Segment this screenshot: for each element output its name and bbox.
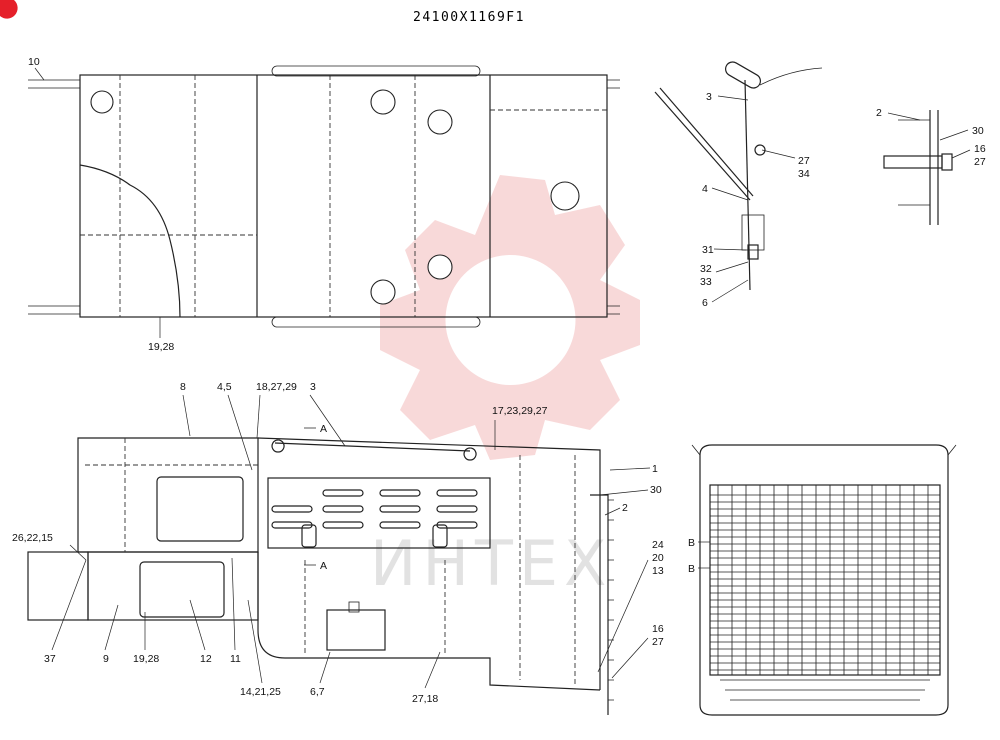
callout-8: 8 xyxy=(180,381,186,393)
callout-9: 9 xyxy=(103,653,109,665)
detail-a xyxy=(654,61,823,303)
corner-mark xyxy=(0,0,18,19)
callout-4-detail: 4 xyxy=(702,183,708,195)
callout-19-28-side: 19,28 xyxy=(133,653,159,665)
callout-11: 11 xyxy=(230,653,241,665)
section-mark-a-top: A xyxy=(320,423,327,435)
callout-12: 12 xyxy=(200,653,212,665)
callout-3-side: 3 xyxy=(310,381,316,393)
callout-30-detail: 30 xyxy=(972,125,984,137)
callout-1: 1 xyxy=(652,463,658,475)
callout-27-detail-b: 27 xyxy=(974,156,986,168)
callout-20: 20 xyxy=(652,552,664,564)
callout-6-detail: 6 xyxy=(702,297,708,309)
callout-17-23-29-27: 17,23,29,27 xyxy=(492,405,548,417)
top-view xyxy=(28,65,620,338)
watermark-text: ИНТЕХ xyxy=(370,527,613,600)
rear-view xyxy=(691,444,957,716)
callout-34: 34 xyxy=(798,168,810,180)
callout-3-detail: 3 xyxy=(706,91,712,103)
callout-30-side: 30 xyxy=(650,484,662,496)
detail-b xyxy=(883,110,971,225)
callout-16-side: 16 xyxy=(652,623,664,635)
rear-mark-b-1: B xyxy=(688,537,695,549)
section-mark-a-bottom: A xyxy=(320,560,327,572)
side-view xyxy=(27,394,651,715)
rear-mark-b-2: B xyxy=(688,563,695,575)
callout-32: 32 xyxy=(700,263,712,275)
callout-26-22-15: 26,22,15 xyxy=(12,532,53,544)
drawing-code: 24100X1169F1 xyxy=(413,10,525,25)
callout-2-side: 2 xyxy=(622,502,628,514)
callout-24: 24 xyxy=(652,539,664,551)
callout-16-detail: 16 xyxy=(974,143,986,155)
callout-33: 33 xyxy=(700,276,712,288)
callout-2-detail: 2 xyxy=(876,107,882,119)
callout-27-detail: 27 xyxy=(798,155,810,167)
callout-13: 13 xyxy=(652,565,664,577)
watermark-gear xyxy=(380,175,640,460)
callout-37: 37 xyxy=(44,653,56,665)
callout-18-27-29: 18,27,29 xyxy=(256,381,297,393)
callout-27-side: 27 xyxy=(652,636,664,648)
callout-19-28-top: 19,28 xyxy=(148,341,174,353)
callout-6-7: 6,7 xyxy=(310,686,325,698)
callout-27-18: 27,18 xyxy=(412,693,438,705)
callout-10: 10 xyxy=(28,56,40,68)
callout-14-21-25: 14,21,25 xyxy=(240,686,281,698)
callout-31: 31 xyxy=(702,244,714,256)
callout-4-5: 4,5 xyxy=(217,381,232,393)
